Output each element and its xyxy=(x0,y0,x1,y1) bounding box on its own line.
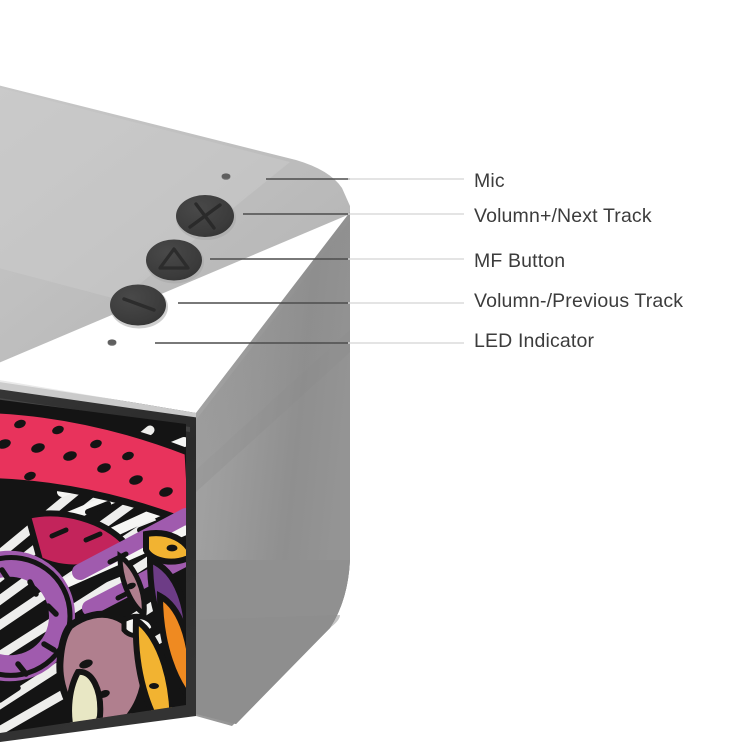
callout-label-mf-button: MF Button xyxy=(474,250,566,272)
callout-label-volume-down: Volumn-/Previous Track xyxy=(474,290,684,312)
leader-lines xyxy=(155,178,464,344)
callout-label-volume-up: Volumn+/Next Track xyxy=(474,205,652,227)
callout-label-mic: Mic xyxy=(474,170,505,192)
led-indicator-hole xyxy=(107,339,117,346)
microphone-pinhole xyxy=(221,173,231,180)
speaker-top-surface xyxy=(0,85,350,363)
plus-icon xyxy=(188,202,222,230)
graffiti-artwork xyxy=(0,392,186,742)
triangle-icon xyxy=(158,247,190,270)
multifunction-button[interactable] xyxy=(146,239,204,284)
callout-label-led-indicator: LED Indicator xyxy=(474,330,595,352)
minus-icon xyxy=(122,297,156,312)
volume-down-button[interactable] xyxy=(110,284,168,329)
speaker-side-face xyxy=(186,206,350,726)
volume-up-button[interactable] xyxy=(176,195,236,240)
